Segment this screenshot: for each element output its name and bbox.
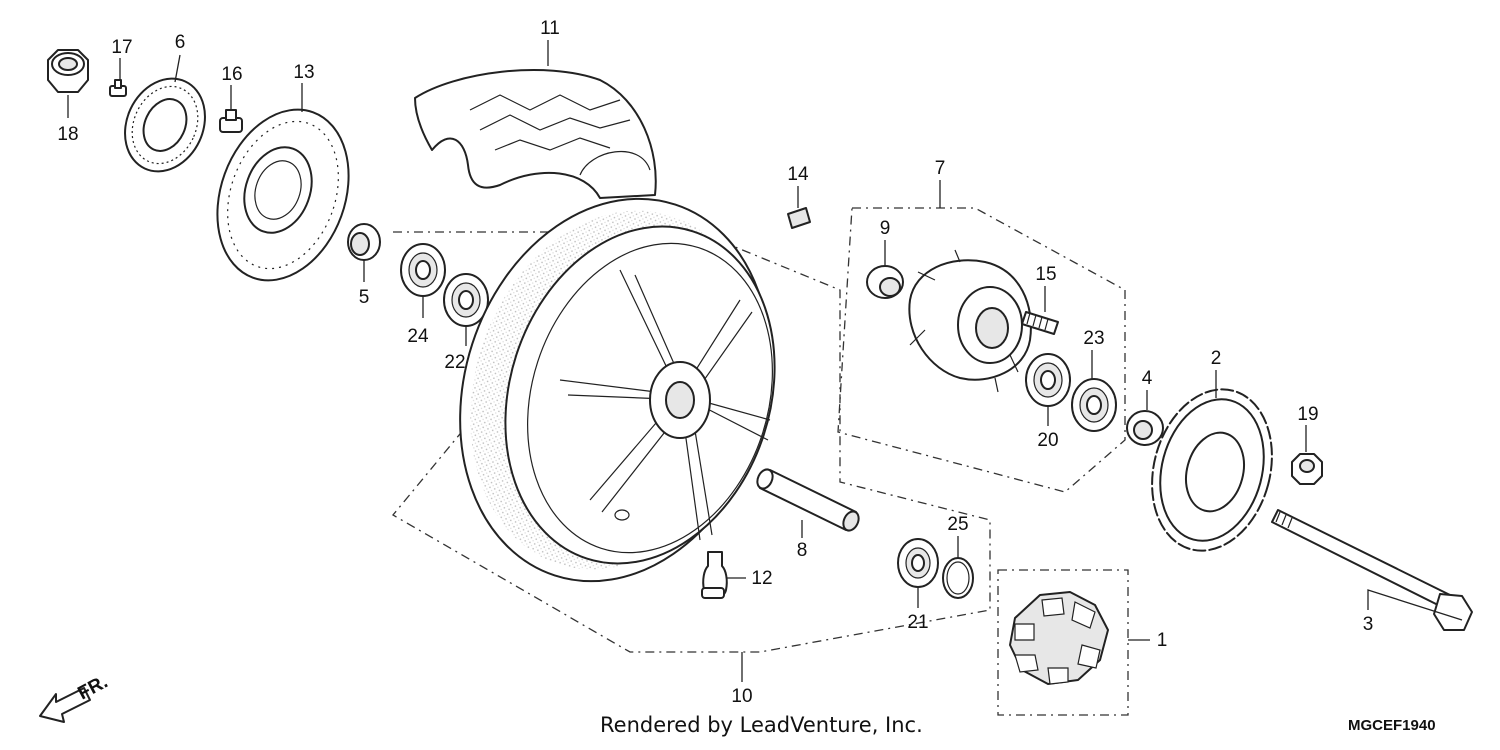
- part-9-collar: [866, 265, 904, 299]
- callout-18: 18: [57, 124, 78, 145]
- part-17-bolt: [109, 79, 127, 97]
- callout-15: 15: [1035, 264, 1056, 285]
- part-19-nut: [1291, 453, 1323, 485]
- part-18-nut: [47, 49, 89, 93]
- callout-13: 13: [293, 62, 314, 83]
- hub-assembly-box: [837, 207, 1126, 493]
- part-24-bearing: [400, 243, 446, 297]
- front-direction-arrow: FR.: [39, 672, 111, 723]
- part-20-bearing: [1025, 353, 1071, 407]
- callout-9: 9: [880, 218, 891, 239]
- callout-21: 21: [907, 612, 928, 633]
- part-12-valve: [701, 551, 728, 599]
- part-5-collar: [347, 223, 381, 261]
- part-8-spacer: [756, 468, 860, 532]
- part-1-damper: [1009, 591, 1109, 685]
- callout-4: 4: [1142, 368, 1153, 389]
- part-21-bearing: [897, 538, 939, 588]
- part-15-stud: [1021, 311, 1059, 335]
- rendered-by-credit: Rendered by LeadVenture, Inc.: [600, 713, 923, 737]
- part-23-bearing: [1071, 378, 1117, 432]
- callout-12: 12: [751, 568, 772, 589]
- callout-11: 11: [540, 18, 560, 39]
- callout-10: 10: [731, 686, 752, 707]
- callout-16: 16: [221, 64, 242, 85]
- wheel-assembly-box: [392, 209, 991, 653]
- diagram-code: MGCEF1940: [1348, 717, 1436, 734]
- callout-23: 23: [1083, 328, 1104, 349]
- callout-6: 6: [175, 32, 186, 53]
- callout-17: 17: [111, 37, 132, 58]
- part-4-collar: [1126, 410, 1164, 446]
- part-25-seal: [942, 557, 974, 599]
- callout-2: 2: [1211, 348, 1222, 369]
- part-14-block: [787, 207, 811, 229]
- callout-14: 14: [787, 164, 809, 185]
- part-2-sprocket: [1151, 388, 1273, 552]
- part-10-wheel: [459, 197, 776, 583]
- part-6-pulser-ring: [124, 77, 206, 173]
- part-3-axle: [1271, 509, 1473, 631]
- callout-25: 25: [947, 514, 968, 535]
- callout-5: 5: [359, 287, 370, 308]
- damper-box: [997, 569, 1129, 716]
- callout-8: 8: [797, 540, 808, 561]
- callout-1: 1: [1157, 630, 1168, 651]
- callout-7: 7: [935, 158, 946, 179]
- callout-3: 3: [1363, 614, 1374, 635]
- part-11-tire: [414, 69, 657, 199]
- leader-lines: [67, 40, 1463, 682]
- callout-20: 20: [1037, 430, 1058, 451]
- part-22-bearing: [443, 273, 489, 327]
- part-16-bolt: [219, 109, 243, 133]
- callout-19: 19: [1297, 404, 1318, 425]
- callout-24: 24: [407, 326, 429, 347]
- callout-22: 22: [444, 352, 465, 373]
- part-13-brake-disc: [216, 108, 350, 282]
